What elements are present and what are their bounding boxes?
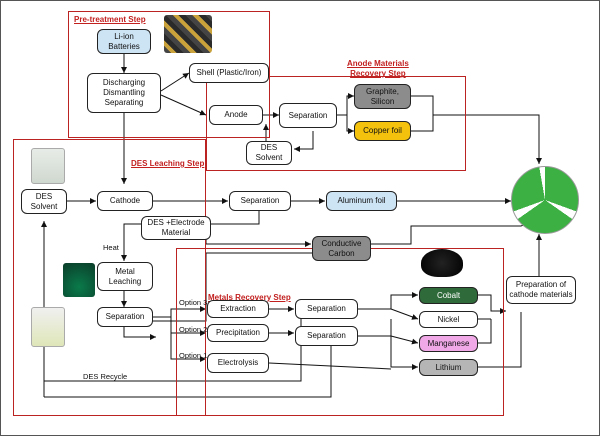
des-solvent-left-node: DES Solvent [21, 189, 67, 214]
conductive-carbon-node: Conductive Carbon [312, 236, 371, 261]
region-pretreatment [68, 11, 270, 138]
region-label-pretreatment: Pre-treatment Step [74, 15, 146, 24]
battery-pile-image [164, 15, 212, 53]
prep-cathode-node: Preparation of cathode materials [506, 276, 576, 304]
shell-node: Shell (Plastic/Iron) [189, 63, 269, 83]
separation-extraction-node: Separation [295, 299, 358, 319]
region-label-anode: Anode Materials Recovery Step [347, 59, 409, 78]
des-solvent-beaker-image [31, 148, 65, 184]
copper-foil-node: Copper foil [354, 121, 411, 141]
des-recycle-label: DES Recycle [83, 372, 128, 381]
cobalt-node: Cobalt [419, 287, 478, 304]
nickel-node: Nickel [419, 311, 478, 328]
separation-precipitation-node: Separation [295, 326, 358, 346]
anode-separation-node: Separation [279, 103, 337, 128]
option3-label: Option 3 [179, 298, 208, 307]
option2-label: Option 2 [179, 325, 208, 334]
des-electrode-node: DES +Electrode Material [141, 216, 211, 240]
cathode-separation-node: Separation [229, 191, 291, 211]
des-solvent-anode-node: DES Solvent [246, 141, 292, 165]
metal-leaching-node: Metal Leaching [97, 262, 153, 291]
region-label-des-leaching: DES Leaching Step [131, 159, 205, 168]
recycle-symbol-icon [511, 166, 579, 234]
heat-label: Heat [103, 243, 119, 252]
manganese-node: Manganese [419, 335, 478, 352]
anode-node: Anode [209, 105, 263, 125]
option1-label: Option 1 [179, 351, 208, 360]
precipitation-node: Precipitation [207, 324, 269, 342]
lithium-node: Lithium [419, 359, 478, 376]
region-label-metals: Metals Recovery Step [208, 293, 291, 302]
leaching-beaker-image [63, 263, 95, 297]
aluminum-foil-node: Aluminum foil [326, 191, 397, 211]
li-ion-batteries-node: Li-ion Batteries [97, 29, 151, 54]
electrolysis-node: Electrolysis [207, 353, 269, 373]
black-powder-image [421, 249, 463, 277]
leach-separation-node: Separation [97, 307, 153, 327]
graphite-node: Graphite, Silicon [354, 84, 411, 109]
extraction-node: Extraction [207, 300, 269, 318]
cathode-node: Cathode [97, 191, 153, 211]
discharging-node: Discharging Dismantling Separating [87, 73, 161, 113]
region-des-leaching [13, 139, 206, 416]
recycled-des-beaker-image [31, 307, 65, 347]
region-anode [206, 76, 466, 171]
